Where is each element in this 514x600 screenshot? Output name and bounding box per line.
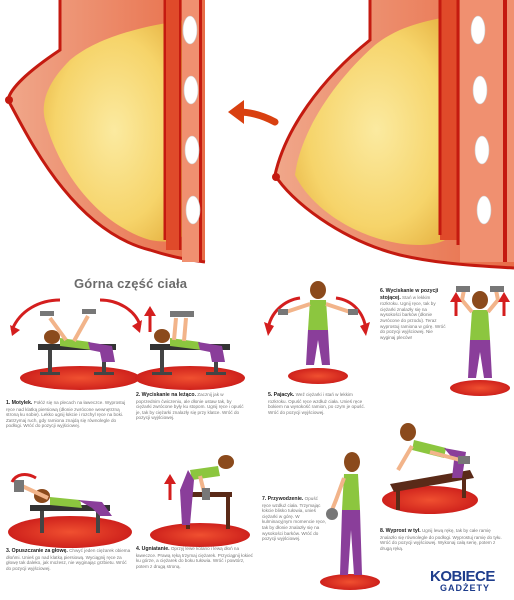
exercise-5-figure <box>264 281 370 384</box>
exercise-2-figure <box>135 306 245 390</box>
brand-line-1: KOBIECE <box>430 568 495 585</box>
breast-lift-illustration <box>5 0 514 270</box>
exercise-6-name: Wyciskanie w pozycji stojącej. <box>380 288 439 301</box>
exercise-7-name: Przywodzenie. <box>267 496 304 502</box>
exercise-6-figure <box>450 286 510 396</box>
exercise-8-text: Ugnij lewą rękę, tak by całe ramię znala… <box>380 528 502 551</box>
brand-logo[interactable]: KOBIECE GADŻETY <box>430 568 514 600</box>
exercise-1-name: Motylek. <box>11 400 33 406</box>
exercise-1-figure <box>10 298 142 390</box>
exercise-4-name: Ugniatanie. <box>141 546 170 552</box>
exercise-illustrations <box>8 281 510 590</box>
exercise-1-caption: 1. Motylek. Połóż się na plecach na ławe… <box>6 400 132 429</box>
exercise-2-name: Wyciskanie na leżąco. <box>141 392 197 398</box>
exercise-3-text: Chwyć jeden ciężarek obiema dłońmi. Unie… <box>6 548 131 571</box>
brand-line-2: GADŻETY <box>440 583 491 593</box>
exercise-4-figure <box>150 455 250 547</box>
breast-before <box>5 0 206 264</box>
exercise-8-figure <box>382 423 478 514</box>
exercise-7-caption: 7. Przywodzenie. Opuść ręce wzdłuż ciała… <box>262 496 328 542</box>
exercise-3-figure <box>8 473 132 548</box>
arrow-left-icon <box>228 100 279 126</box>
exercise-1-number: 1. <box>6 400 11 406</box>
exercise-5-text: Weź ciężarki i stań w lekkim rozkroku. O… <box>268 392 366 415</box>
exercise-7-number: 7. <box>262 496 267 502</box>
exercise-3-caption: 3. Opuszczanie za głowę. Chwyć jeden cię… <box>6 548 132 571</box>
exercise-2-caption: 2. Wyciskanie na leżąco. Zacznij jak w p… <box>136 392 246 421</box>
exercise-6-number: 6. <box>380 288 385 294</box>
exercise-6-text: Stań w lekkim rozkroku. Ugnij ręce, tak … <box>380 294 446 340</box>
exercise-8-number: 8. <box>380 528 385 534</box>
section-title: Górna część ciała <box>74 276 188 291</box>
exercise-1-text: Połóż się na plecach na ławeczce. Wypros… <box>6 400 126 429</box>
exercise-2-number: 2. <box>136 392 141 398</box>
exercise-4-caption: 4. Ugniatanie. Oprzyj lewe kolano i lewą… <box>136 546 254 569</box>
exercise-5-number: 5. <box>268 392 273 398</box>
exercise-5-caption: 5. Pajacyk. Weź ciężarki i stań w lekkim… <box>268 392 370 415</box>
exercise-4-text: Oprzyj lewe kolano i lewą dłoń na ławecz… <box>136 546 253 569</box>
exercise-2-text: Zacznij jak w poprzednim ćwiczeniu, ale … <box>136 392 244 421</box>
exercise-3-name: Opuszczanie za głowę. <box>11 548 68 554</box>
exercise-8-name: Wyprost w tył. <box>385 528 421 534</box>
exercise-8-caption: 8. Wyprost w tył. Ugnij lewą rękę, tak b… <box>380 528 506 551</box>
breast-after <box>272 0 514 270</box>
exercise-5-name: Pajacyk. <box>273 392 295 398</box>
exercise-4-number: 4. <box>136 546 141 552</box>
exercise-6-caption: 6. Wyciskanie w pozycji stojącej. Stań w… <box>380 288 446 340</box>
exercise-3-number: 3. <box>6 548 11 554</box>
exercise-7-figure <box>320 452 380 590</box>
exercise-7-text: Opuść ręce wzdłuż ciała. Trzymając łokci… <box>262 496 327 542</box>
